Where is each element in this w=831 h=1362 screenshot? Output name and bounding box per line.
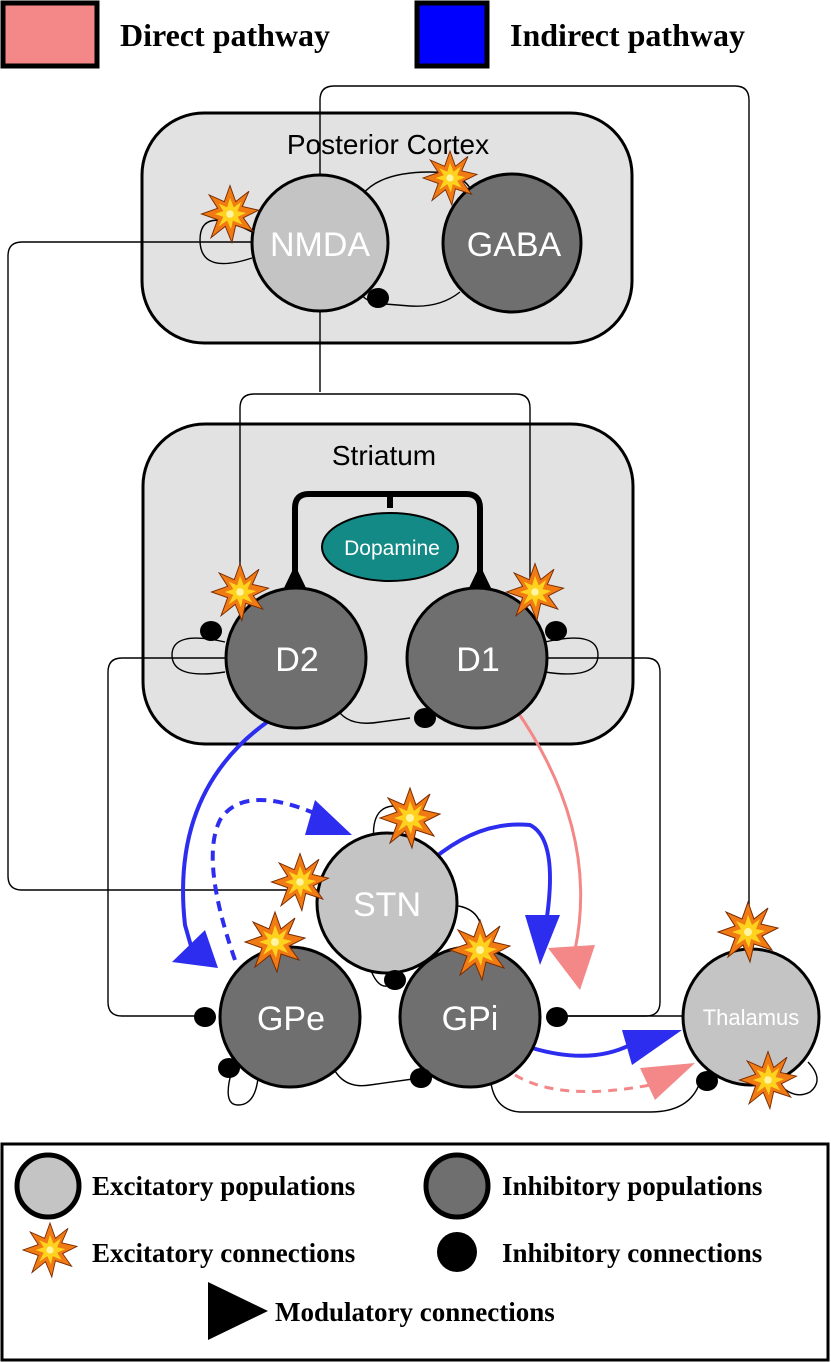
d2-node: [224, 586, 368, 730]
wire-d1-to-gpi-right: [545, 657, 661, 1017]
inhibitory-dot-gaba-nmda: [367, 288, 389, 308]
legend-box: [0, 1142, 830, 1362]
gaba-node: [441, 172, 583, 314]
inhibitory-population-swatch: [423, 1152, 491, 1220]
inhibitory-dot-gpi-thalamus: [696, 1071, 718, 1091]
arrow-gpe-stn-dashed: [210, 798, 331, 961]
wire-d2-to-gpe-left: [107, 657, 225, 1017]
wire-thalamus-self-loop: [779, 1061, 818, 1096]
legend-excitatory-connections: Excitatory connections: [92, 1238, 355, 1268]
inhibitory-dot-gpe-self: [218, 1058, 240, 1078]
legend-modulatory-connections: Modulatory connections: [275, 1297, 555, 1327]
legend-top: Direct pathway Indirect pathway: [0, 0, 745, 69]
gaba-label: GABA: [467, 226, 562, 264]
indirect-pathway-label: Indirect pathway: [510, 17, 745, 53]
arrow-stn-gpi: [430, 822, 552, 931]
thalamus-label: Thalamus: [703, 1005, 800, 1030]
striatum-region: [141, 422, 635, 746]
dopamine-modulatory: [283, 491, 492, 590]
pathway-arrows: [172, 707, 695, 1100]
wire-gpi-thalamus-bottom: [489, 1069, 701, 1113]
gpe-label: GPe: [257, 1000, 325, 1038]
indirect-pathway-swatch: [414, 0, 490, 69]
striatum-label: Striatum: [332, 440, 436, 471]
direct-pathway-swatch: [0, 0, 100, 69]
d2-label: D2: [275, 641, 318, 679]
arrow-d2-gpe: [181, 718, 272, 961]
wire-cortex-to-thalamus: [319, 85, 750, 955]
wire-gpe-self-loop: [227, 1069, 259, 1106]
arrow-gpi-thalamus-dashed: [514, 1073, 651, 1094]
legend-inhibitory-populations: Inhibitory populations: [502, 1171, 762, 1201]
inhibitory-dot-d2-self: [200, 621, 222, 641]
wire-cortex-to-stn: [7, 241, 318, 891]
inhibitory-connection-swatch: [437, 1232, 477, 1272]
arrow-gpi-thalamus: [531, 1043, 631, 1058]
inhibitory-dot-gpe-left: [194, 1007, 216, 1027]
modulatory-connection-swatch: [208, 1282, 268, 1340]
excitatory-population-swatch: [14, 1152, 82, 1220]
modulatory-arrow-d2: [283, 565, 307, 590]
modulatory-arrow-d1: [468, 565, 492, 590]
direct-pathway-label: Direct pathway: [120, 17, 330, 53]
d1-node: [405, 586, 549, 730]
stn-label: STN: [353, 886, 421, 924]
inhibitory-dot-d1-self: [545, 621, 567, 641]
inhibitory-dot-gpe-stn: [384, 970, 406, 990]
dopamine-node: [321, 512, 459, 582]
nmda-node: [250, 173, 390, 313]
cortex-label: Posterior Cortex: [287, 129, 489, 160]
legend-inhibitory-connections: Inhibitory connections: [502, 1238, 762, 1268]
wire-split: [239, 393, 531, 600]
legend-excitatory-populations: Excitatory populations: [92, 1171, 355, 1201]
nodes: NMDA GABA Dopamine D2 D1 STN GPe GPi Tha…: [218, 172, 821, 1089]
inhibitory-dot-gpi-right: [546, 1007, 568, 1027]
arrow-d1-gpi: [513, 707, 583, 951]
gpi-label: GPi: [442, 1000, 499, 1038]
d1-label: D1: [456, 641, 499, 679]
dopamine-label: Dopamine: [344, 537, 440, 560]
inhibitory-dot-d2-d1: [414, 708, 436, 728]
inhibitory-dot-gpe-gpi: [410, 1068, 432, 1088]
inhibitory-dots: [194, 288, 718, 1091]
legend-bottom: Excitatory populations Inhibitory popula…: [0, 1142, 830, 1362]
stn-node: [315, 831, 459, 975]
nmda-label: NMDA: [270, 226, 370, 264]
